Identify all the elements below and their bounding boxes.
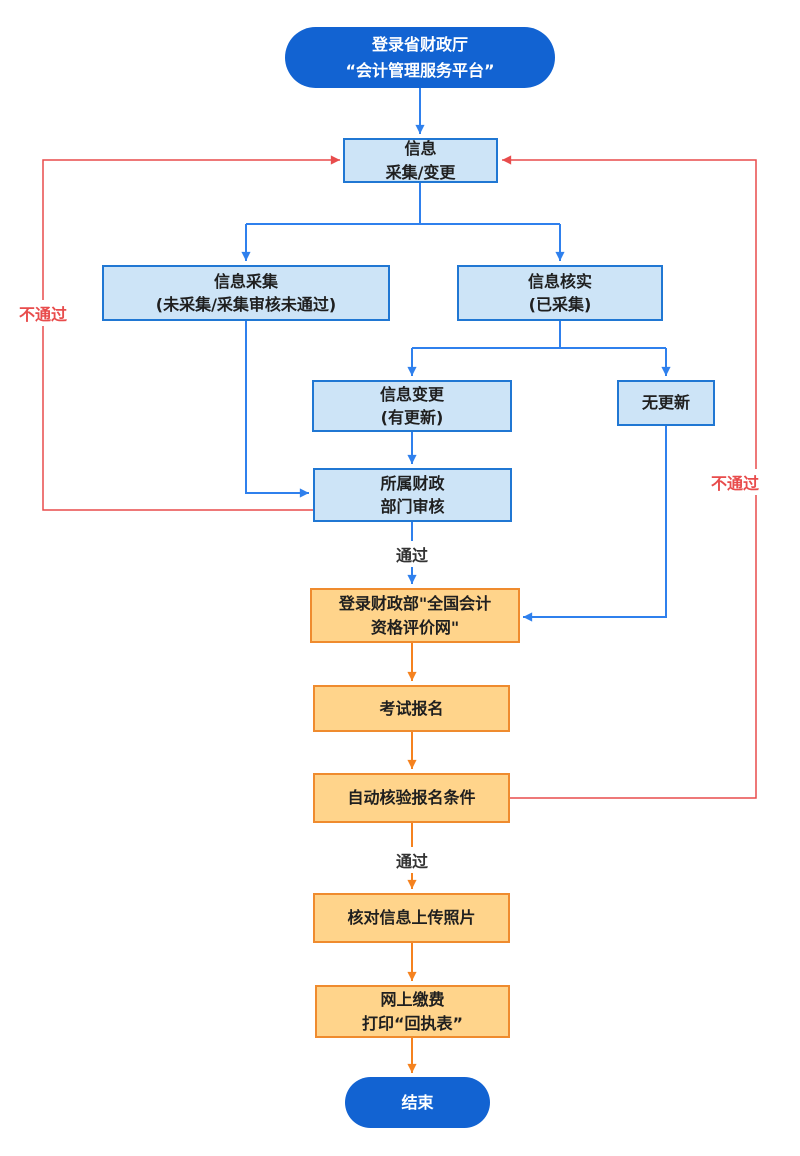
node-info-collect: 信息采集 (未采集/采集审核未通过) xyxy=(102,265,390,321)
node-start-line2: “会计管理服务平台” xyxy=(345,60,495,80)
edge-label-fail-right: 不通过 xyxy=(699,469,771,495)
node-end: 结束 xyxy=(345,1077,490,1128)
node-pay-print-line1: 网上缴费 xyxy=(380,990,445,1010)
connector-collect-to-review xyxy=(245,321,309,498)
node-exam-register: 考试报名 xyxy=(313,685,510,732)
node-review-line2: 部门审核 xyxy=(380,497,445,516)
node-info-collect-change-line2: 采集/变更 xyxy=(385,162,456,182)
node-info-change-line1: 信息变更 xyxy=(379,384,444,404)
node-start-line1: 登录省财政厅 xyxy=(371,34,468,54)
node-verify-upload-line1: 核对信息上传照片 xyxy=(347,908,476,928)
node-pay-print: 网上缴费 打印“回执表” xyxy=(315,985,510,1038)
node-exam-register-line1: 考试报名 xyxy=(379,698,444,718)
node-info-verify-line2: (已采集) xyxy=(528,295,592,314)
node-login-mof-line1: 登录财政部"全国会计 xyxy=(338,594,492,614)
edge-label-pass-review: 通过 xyxy=(384,541,440,567)
node-auto-check: 自动核验报名条件 xyxy=(313,773,510,823)
node-info-collect-change: 信息 采集/变更 xyxy=(343,138,498,183)
node-info-verify-line1: 信息核实 xyxy=(527,271,592,291)
node-end-line1: 结束 xyxy=(401,1092,434,1112)
node-info-collect-change-line1: 信息 xyxy=(404,139,437,159)
node-login-mof-line2: 资格评价网" xyxy=(370,617,460,637)
edge-label-pass-check: 通过 xyxy=(384,847,440,873)
connector-review-fail-loop xyxy=(42,155,340,511)
node-info-change: 信息变更 (有更新) xyxy=(312,380,512,432)
node-verify-upload: 核对信息上传照片 xyxy=(313,893,510,943)
node-start: 登录省财政厅 “会计管理服务平台” xyxy=(285,27,555,88)
connector-noupdate-to-login xyxy=(523,426,667,622)
node-info-collect-line2: (未采集/采集审核未通过) xyxy=(155,295,337,314)
edge-label-fail-left: 不通过 xyxy=(7,300,79,326)
node-no-update: 无更新 xyxy=(617,380,715,426)
node-review: 所属财政 部门审核 xyxy=(313,468,512,522)
node-auto-check-line1: 自动核验报名条件 xyxy=(347,788,476,808)
node-info-change-line2: (有更新) xyxy=(380,408,444,427)
node-info-verify: 信息核实 (已采集) xyxy=(457,265,663,321)
node-login-mof: 登录财政部"全国会计 资格评价网" xyxy=(310,588,520,643)
node-review-line1: 所属财政 xyxy=(380,473,445,493)
node-info-collect-line1: 信息采集 xyxy=(213,271,278,291)
node-pay-print-line2: 打印“回执表” xyxy=(361,1013,464,1033)
node-no-update-line1: 无更新 xyxy=(641,393,690,413)
